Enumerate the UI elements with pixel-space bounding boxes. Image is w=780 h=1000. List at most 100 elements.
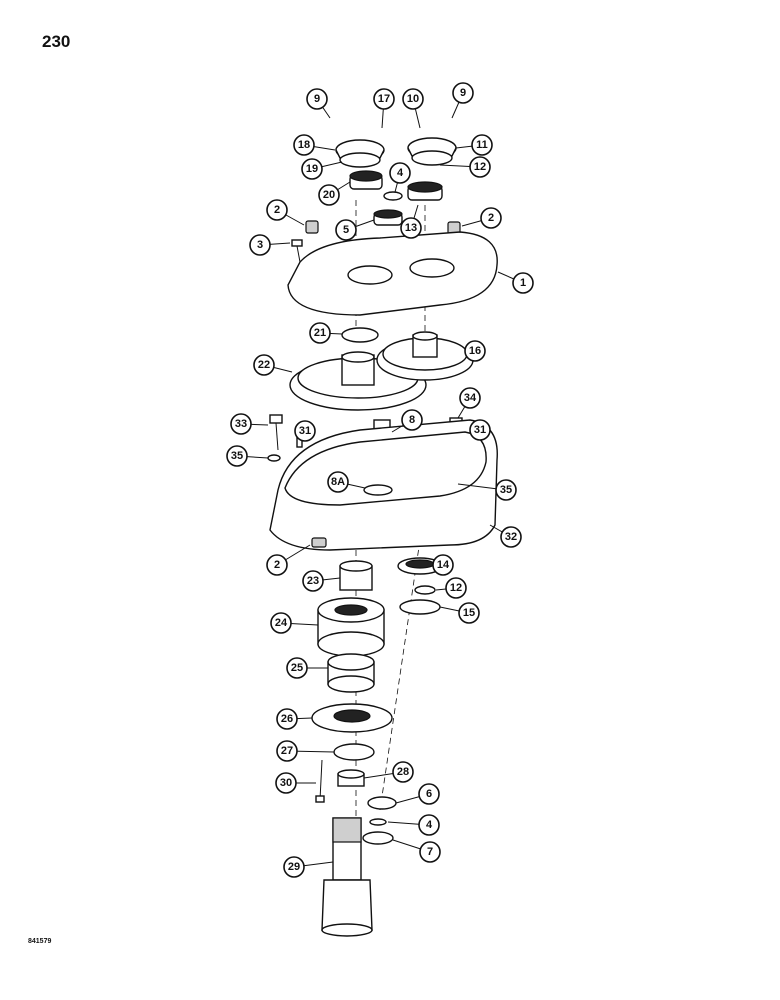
callout-15: 15 bbox=[439, 602, 480, 624]
callout-10: 10 bbox=[402, 88, 424, 129]
callout-circle bbox=[275, 772, 297, 794]
callout-label: 35 bbox=[231, 450, 243, 462]
callout-circle bbox=[373, 88, 395, 110]
callout-label: 7 bbox=[427, 846, 433, 858]
callout-circle bbox=[471, 134, 493, 156]
callout-label: 29 bbox=[288, 861, 300, 873]
callout-3: 3 bbox=[249, 234, 291, 256]
callout-label: 21 bbox=[314, 327, 326, 339]
callout-2: 2 bbox=[461, 207, 502, 229]
callout-circle bbox=[318, 184, 340, 206]
callout-circle bbox=[452, 82, 474, 104]
callout-label: 25 bbox=[291, 662, 303, 674]
bolt-33 bbox=[269, 414, 283, 451]
callout-12: 12 bbox=[439, 156, 491, 178]
callout-20: 20 bbox=[318, 181, 351, 206]
plug-2-left bbox=[305, 220, 319, 234]
callout-circle bbox=[301, 158, 323, 180]
callout-30: 30 bbox=[275, 772, 316, 794]
callout-label: 14 bbox=[437, 559, 450, 571]
bearing-13 bbox=[407, 181, 443, 201]
callout-label: 16 bbox=[469, 345, 481, 357]
callout-circle bbox=[270, 612, 292, 634]
callout-label: 23 bbox=[307, 575, 319, 587]
callout-circle bbox=[402, 88, 424, 110]
callout-label: 33 bbox=[235, 418, 247, 430]
callout-circle bbox=[249, 234, 271, 256]
page-number: 230 bbox=[42, 32, 71, 51]
callout-circle bbox=[495, 479, 517, 501]
callout-9: 9 bbox=[306, 88, 331, 119]
callout-31: 31 bbox=[294, 420, 316, 442]
callout-label: 12 bbox=[474, 161, 486, 173]
callout-16: 16 bbox=[464, 340, 486, 362]
callout-29: 29 bbox=[283, 856, 334, 878]
callout-circle bbox=[458, 602, 480, 624]
callout-circle bbox=[469, 419, 491, 441]
callout-label: 1 bbox=[520, 277, 526, 289]
callout-label: 27 bbox=[281, 745, 293, 757]
callout-27: 27 bbox=[276, 740, 335, 762]
callout-label: 2 bbox=[274, 204, 280, 216]
callout-circle bbox=[294, 420, 316, 442]
callout-circle bbox=[401, 409, 423, 431]
callout-22: 22 bbox=[253, 354, 293, 376]
carrier-24 bbox=[317, 597, 385, 657]
callout-33: 33 bbox=[230, 413, 269, 435]
seal-28 bbox=[337, 769, 365, 787]
callout-label: 35 bbox=[500, 484, 512, 496]
callout-circle bbox=[418, 814, 440, 836]
callout-26: 26 bbox=[276, 708, 313, 730]
ring-15 bbox=[399, 599, 441, 615]
bolt-3 bbox=[291, 239, 303, 263]
callout-label: 30 bbox=[280, 777, 292, 789]
cup-7 bbox=[362, 831, 394, 845]
callout-circle bbox=[327, 471, 349, 493]
callout-12: 12 bbox=[435, 577, 467, 599]
callout-8a: 8A bbox=[327, 471, 366, 493]
callout-7: 7 bbox=[392, 839, 441, 863]
callout-label: 6 bbox=[426, 788, 432, 800]
bearing-cap-right bbox=[407, 137, 457, 166]
callout-circle bbox=[464, 340, 486, 362]
axis-right-lower bbox=[379, 539, 421, 811]
callout-label: 20 bbox=[323, 189, 335, 201]
callout-label: 8 bbox=[409, 414, 415, 426]
callout-label: 2 bbox=[274, 559, 280, 571]
callout-label: 32 bbox=[505, 531, 517, 543]
callout-circle bbox=[283, 856, 305, 878]
bearing-6 bbox=[367, 796, 397, 810]
callout-label: 24 bbox=[275, 617, 288, 629]
callout-label: 17 bbox=[378, 93, 390, 105]
callout-circle bbox=[226, 445, 248, 467]
callout-label: 5 bbox=[343, 224, 349, 236]
callout-circle bbox=[230, 413, 252, 435]
figure-code: 841579 bbox=[28, 938, 52, 945]
callout-label: 4 bbox=[426, 819, 433, 831]
callout-circle bbox=[309, 322, 331, 344]
callout-label: 4 bbox=[397, 167, 404, 179]
callout-label: 10 bbox=[407, 93, 419, 105]
callout-17: 17 bbox=[373, 88, 395, 129]
callout-35: 35 bbox=[226, 445, 269, 467]
callout-9: 9 bbox=[451, 82, 474, 119]
callout-circle bbox=[500, 526, 522, 548]
race-27 bbox=[333, 743, 375, 761]
snap-ring-4 bbox=[383, 191, 403, 201]
callout-24: 24 bbox=[270, 612, 319, 634]
bearing-20 bbox=[349, 170, 383, 190]
callout-13: 13 bbox=[400, 204, 422, 239]
callout-label: 31 bbox=[299, 425, 311, 437]
callout-25: 25 bbox=[286, 657, 328, 679]
bearing-14 bbox=[397, 557, 443, 575]
callout-label: 2 bbox=[488, 212, 494, 224]
callout-1: 1 bbox=[497, 271, 534, 294]
callout-5: 5 bbox=[335, 219, 375, 241]
callout-label: 34 bbox=[464, 392, 477, 404]
bearing-cap-left bbox=[335, 139, 385, 168]
callout-label: 8A bbox=[331, 476, 345, 488]
callout-label: 18 bbox=[298, 139, 310, 151]
callout-2: 2 bbox=[266, 199, 305, 226]
